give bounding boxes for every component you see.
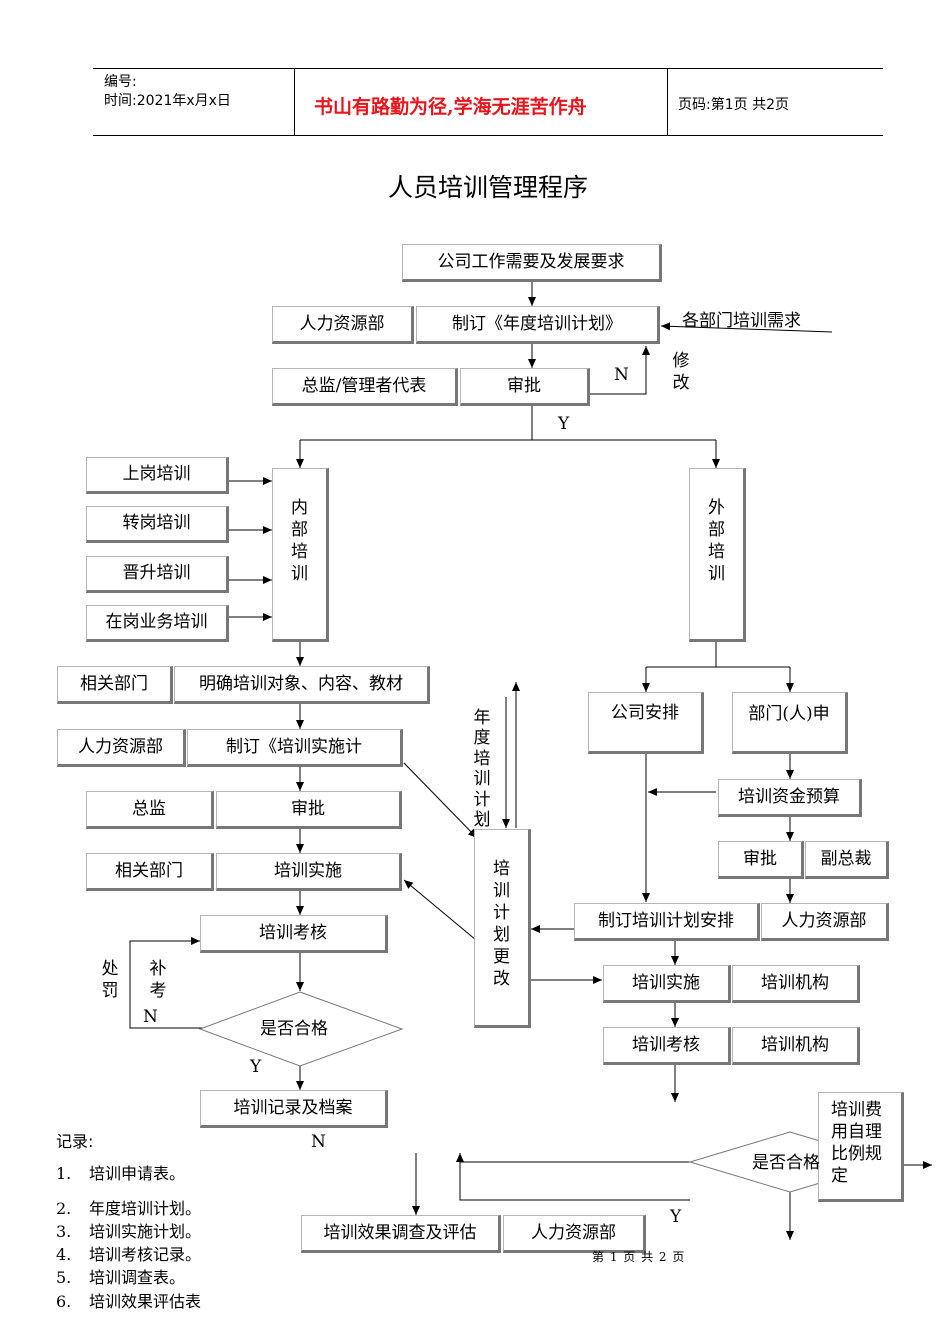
onboard-training-box: 上岗培训 [86, 457, 229, 494]
record-item: 2.年度培训计划。 [56, 1199, 202, 1218]
director-box: 总监 [86, 791, 214, 829]
effect-survey-box: 培训效果调查及评估 [301, 1215, 501, 1253]
implement-box-2: 培训实施 [603, 965, 731, 1003]
approve-box-3: 审批 [718, 841, 804, 879]
plan-change-label: 培训计划更改 [493, 859, 510, 990]
no-label-2: N [143, 1007, 158, 1027]
header-code-label: 编号: [104, 74, 137, 90]
company-needs-box: 公司工作需要及发展要求 [402, 244, 662, 282]
transfer-training-box: 转岗培训 [86, 506, 229, 543]
assess-box-1: 培训考核 [200, 915, 388, 953]
annual-plan-vertical-label: 年度培训计划 [473, 708, 491, 830]
yes-label-2: Y [250, 1057, 262, 1077]
hr-box-4: 人力资源部 [503, 1215, 646, 1253]
implement-box-1: 培训实施 [216, 853, 402, 891]
promotion-training-box: 晋升培训 [86, 556, 229, 593]
internal-training-label: 内部培训 [291, 498, 308, 585]
institution-box-1: 培训机构 [732, 965, 860, 1003]
punish-label: 处罚 [101, 959, 119, 1002]
header-divider-left [294, 68, 295, 135]
impl-plan-box: 制订《培训实施计 [187, 729, 403, 767]
ext-plan-box: 制订培训计划安排 [574, 903, 760, 941]
hr-box-3: 人力资源部 [761, 903, 889, 941]
records-title: 记录: [56, 1132, 94, 1151]
define-targets-box: 明确培训对象、内容、教材 [174, 666, 430, 704]
header-motto: 书山有路勤为径,学海无涯苦作舟 [314, 96, 587, 118]
cost-rule-box: 培训费用自理比例规定 [818, 1092, 904, 1202]
record-item: 3.培训实施计划。 [56, 1222, 202, 1241]
approve-box-1: 审批 [460, 368, 590, 406]
qualified-diamond-1 [198, 991, 404, 1067]
record-item: 4.培训考核记录。 [56, 1245, 202, 1264]
no-label-1: N [614, 365, 629, 385]
footer-page-number: 第 1 页 共 2 页 [592, 1250, 686, 1264]
qualified-label-2: 是否合格 [752, 1153, 820, 1173]
institution-box-2: 培训机构 [732, 1027, 860, 1065]
no-label-3: N [311, 1132, 326, 1152]
related-dept-box-1: 相关部门 [57, 666, 173, 704]
director-rep-box: 总监/管理者代表 [272, 368, 458, 406]
page-title: 人员培训管理程序 [387, 173, 588, 202]
hr-box-2: 人力资源部 [57, 729, 186, 767]
approve-box-2: 审批 [216, 791, 402, 829]
internal-training-box: 内部培训 [272, 468, 329, 642]
qualified-label-1: 是否合格 [260, 1019, 328, 1039]
retest-label: 补考 [149, 959, 167, 1002]
dept-needs-label: 各部门培训需求 [682, 311, 801, 331]
record-item: 5.培训调查表。 [56, 1268, 186, 1287]
header-time-label: 时间:2021年x月x日 [104, 93, 231, 109]
yes-label-1: Y [558, 414, 570, 434]
header-top-rule [93, 68, 883, 69]
revise-label: 修改 [672, 351, 690, 394]
onjob-training-box: 在岗业务培训 [86, 605, 229, 642]
related-dept-box-2: 相关部门 [86, 853, 214, 891]
record-item: 6.培训效果评估表 [56, 1292, 202, 1311]
vp-box: 副总裁 [805, 841, 889, 879]
hr-box-1: 人力资源部 [272, 306, 414, 344]
header-page-label: 页码:第1页 共2页 [678, 97, 789, 113]
annual-plan-box: 制订《年度培训计划》 [416, 306, 660, 344]
yes-label-3: Y [670, 1207, 682, 1227]
dept-apply-box: 部门(人)申 [732, 692, 848, 754]
external-training-label: 外部培训 [708, 498, 725, 585]
plan-change-box: 培训计划更改 [474, 829, 531, 1028]
assess-box-2: 培训考核 [603, 1027, 731, 1065]
record-item: 1.培训申请表。 [56, 1164, 186, 1183]
budget-box: 培训资金预算 [718, 779, 862, 817]
company-arrange-box: 公司安排 [588, 692, 704, 754]
header-divider-right [667, 68, 668, 135]
external-training-box: 外部培训 [689, 468, 746, 642]
record-archive-box: 培训记录及档案 [200, 1090, 388, 1128]
header-bottom-rule [93, 135, 883, 136]
